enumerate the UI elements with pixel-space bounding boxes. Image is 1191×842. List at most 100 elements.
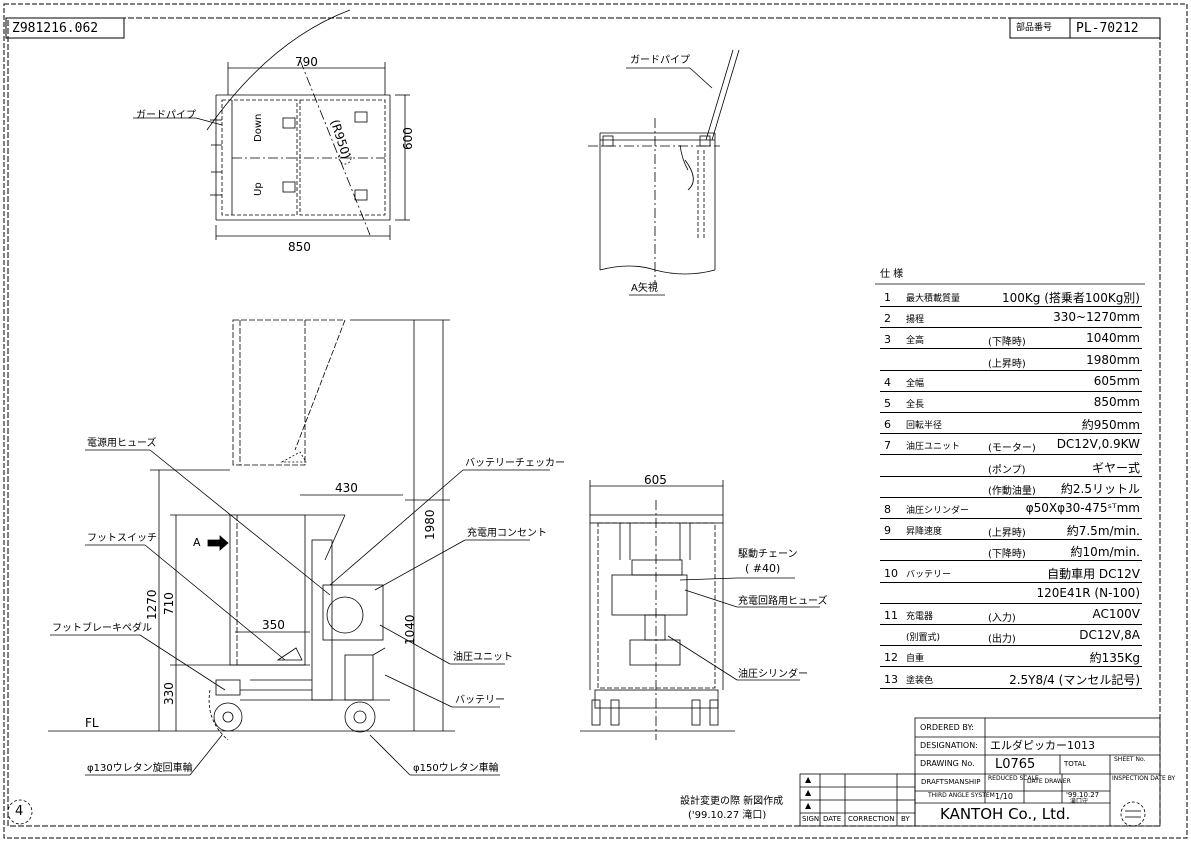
draftsmanship-label: DRAFTSMANSHIP	[921, 778, 981, 786]
date-drawn-value: '99.10.27	[1066, 791, 1100, 799]
charge-fuse-label: 充電回路用ヒューズ	[738, 596, 828, 607]
spec-no: 9	[884, 524, 891, 538]
battery-label: バッテリー	[455, 695, 505, 706]
spec-value: 100Kg (搭乗者100Kg別)	[1002, 291, 1140, 305]
drawing-code: Z981216.062	[12, 21, 99, 36]
spec-row: (作動油量)約2.5リットル	[880, 476, 1142, 498]
spec-value: 120E41R (N-100)	[1036, 585, 1140, 600]
up-label: Up	[253, 182, 264, 196]
total-label: TOTAL	[1064, 760, 1087, 768]
spec-heading: 仕 様	[880, 269, 904, 280]
reduced-scale-label: REDUCED SCALE	[988, 775, 1039, 782]
front-view	[580, 480, 820, 740]
rev-mark-1: ▲	[805, 775, 812, 784]
spec-no: 1	[884, 291, 891, 304]
third-angle-label: THIRD ANGLE SYSTEM	[928, 792, 995, 799]
spec-no: 13	[884, 672, 898, 686]
spec-item: 自重	[906, 654, 925, 665]
spec-item: バッテリー	[906, 569, 952, 580]
charging-outlet-label: 充電用コンセント	[467, 528, 547, 539]
sheet-mark: 4	[15, 804, 24, 819]
spec-value: 約135Kg	[1089, 651, 1140, 666]
dim-1270: 1270	[145, 589, 159, 620]
inner-border	[7, 17, 1161, 827]
dim-1980: 1980	[423, 509, 437, 540]
spec-value: DC12V,8A	[1079, 628, 1140, 643]
spec-row: 2 揚程 330~1270mm	[880, 306, 1142, 329]
spec-no: 12	[884, 651, 898, 665]
spec-sub: (ポンプ)	[988, 464, 1026, 476]
spec-item: 油圧ユニット	[906, 442, 961, 453]
spec-no: 2	[884, 312, 891, 326]
part-no-label: 部品番号	[1016, 23, 1053, 33]
foot-switch-label: フットスイッチ	[87, 533, 157, 544]
caster-130-label: φ130ウレタン旋回車輪	[87, 763, 193, 774]
revision-note-1: 設計変更の際 新図作成	[680, 796, 784, 807]
spec-item: 油圧シリンダー	[906, 506, 970, 516]
rev-col-correction: CORRECTION	[848, 815, 895, 823]
spec-sub: (モーター)	[988, 443, 1036, 455]
spec-row: (別置式)(出力)DC12V,8A	[880, 624, 1142, 647]
spec-no: 11	[884, 609, 898, 622]
spec-value: ギヤー式	[1091, 460, 1140, 475]
part-no: PL-70212	[1076, 21, 1139, 36]
battery-checker-label: バッテリーチェッカー	[465, 458, 565, 469]
drawer-value: 滝口守	[1070, 798, 1089, 805]
spec-value: 自動車用 DC12V	[1047, 566, 1140, 581]
title-block-frame	[7, 717, 1161, 827]
spec-no: 6	[884, 418, 891, 432]
rev-col-date: DATE	[823, 815, 842, 823]
rev-col-by: BY	[901, 815, 910, 823]
spec-value: 約10m/min.	[1070, 545, 1140, 560]
dim-600: 600	[401, 127, 415, 150]
spec-value: 約950mm	[1081, 418, 1140, 433]
side-view	[48, 319, 550, 776]
cylinder-label: 油圧シリンダー	[738, 669, 808, 680]
wheel-150-label: φ150ウレタン車輪	[413, 763, 499, 774]
spec-item: 塗装色	[906, 675, 934, 686]
date-drawer-label: DATE DRAWER	[1027, 778, 1071, 785]
spec-sub: (上昇時)	[988, 358, 1026, 370]
spec-value: 1980mm	[1086, 352, 1140, 367]
spec-sub: (作動油量)	[988, 485, 1036, 497]
sheet-no-label: SHEET No.	[1114, 756, 1146, 763]
guard-pipe-label-top: ガードパイプ	[136, 110, 196, 121]
spec-value: AC100V	[1092, 607, 1141, 621]
spec-sub: (入力)	[988, 613, 1016, 624]
spec-row: 13 塗装色 2.5Y8/4 (マンセル記号)	[880, 667, 1142, 689]
hydraulic-unit-label: 油圧ユニット	[453, 652, 513, 663]
spec-item: 充電器	[906, 612, 934, 622]
power-fuse-label: 電源用ヒューズ	[87, 438, 157, 449]
spec-value: 約7.5m/min.	[1066, 524, 1140, 539]
spec-value: 330~1270mm	[1053, 310, 1140, 325]
floor-label: FL	[85, 716, 99, 730]
a-view-caption: A矢視	[631, 283, 658, 294]
down-label: Down	[253, 113, 264, 142]
rev-col-sign: SIGN	[802, 815, 820, 823]
spec-item: 昇降速度	[906, 527, 943, 538]
scale-value: 1/10	[995, 792, 1013, 801]
spec-row: 11 充電器 (入力) AC100V	[880, 603, 1142, 625]
ordered-by-label: ORDERED BY:	[920, 723, 974, 732]
dim-710: 710	[162, 592, 176, 615]
top-view	[133, 9, 410, 240]
foot-brake-label: フットブレーキペダル	[52, 623, 152, 634]
dim-1040: 1040	[403, 614, 417, 645]
spec-item: 全長	[906, 400, 925, 410]
spec-item: (別置式)	[906, 633, 941, 644]
rev-mark-3: ▲	[805, 801, 812, 810]
spec-value: 850mm	[1093, 395, 1140, 409]
spec-item: 揚程	[906, 315, 925, 326]
spec-value: 2.5Y8/4 (マンセル記号)	[1009, 672, 1140, 687]
spec-sub: (下降時)	[988, 549, 1026, 561]
drive-chain-no: ( #40)	[745, 562, 781, 575]
revision-note-2: ('99.10.27 滝口)	[688, 810, 767, 821]
